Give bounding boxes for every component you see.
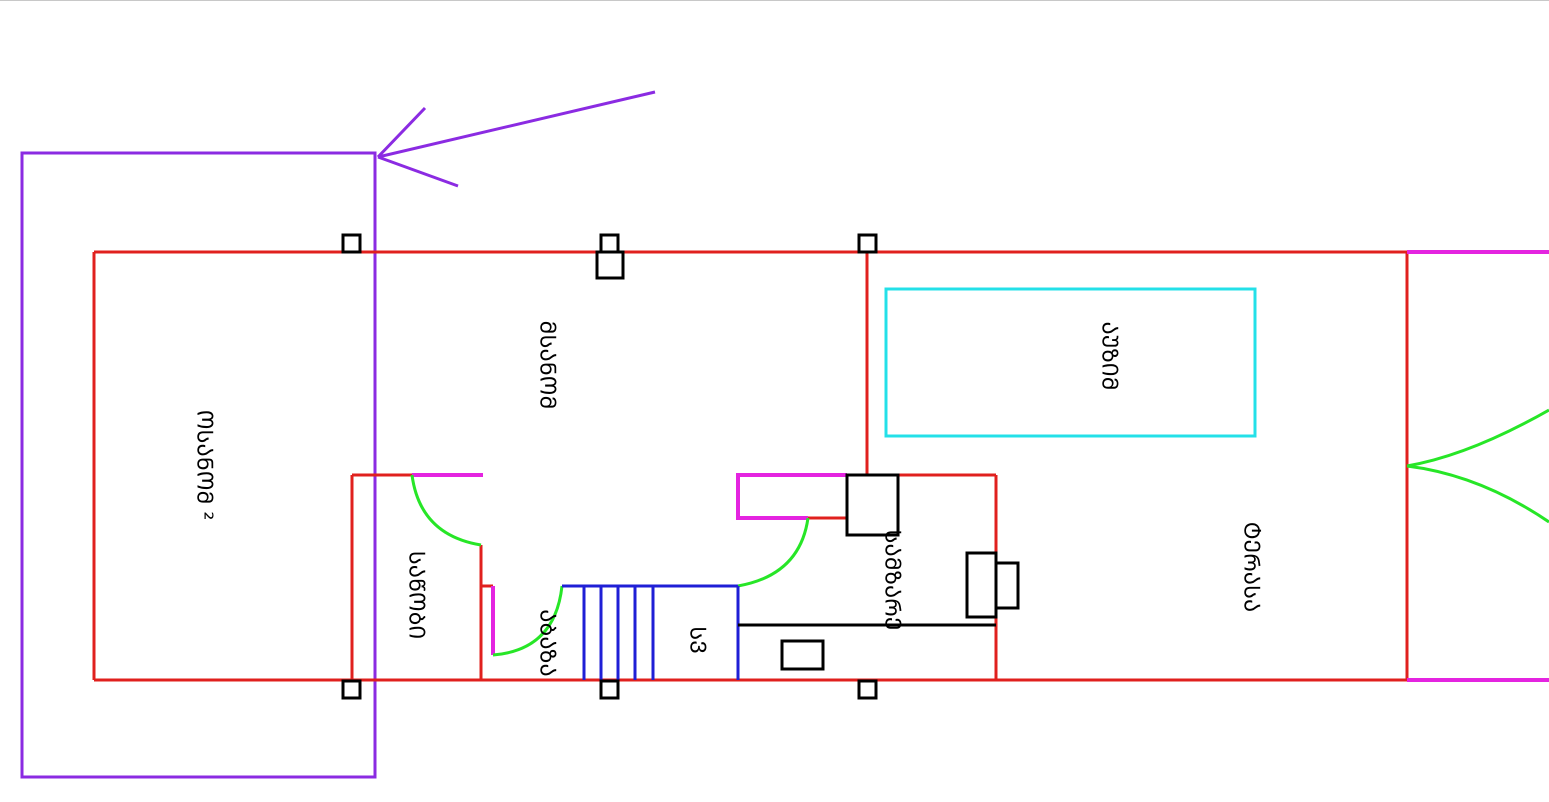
room-label-storage: ᲡᲐᲬᲝᲑᲘ <box>403 550 429 640</box>
door-swings <box>410 408 1549 657</box>
north-arrow-icon <box>376 90 656 188</box>
fixtures <box>595 250 1020 671</box>
room-label-kitchen: ᲡᲐᲛᲖᲐᲠᲔ <box>879 529 905 631</box>
plot-outline <box>20 151 377 779</box>
room-label-bath: ᲐᲑᲐᲖᲐ <box>534 609 560 677</box>
exterior-walls <box>92 250 1409 682</box>
room-label-hall: ᲛᲡᲐᲜᲝᲛ <box>534 320 560 410</box>
pool-outline <box>884 287 1257 438</box>
column-square-icon <box>341 233 878 700</box>
room-label-left-room: ᲝᲡᲐᲜᲝᲛ ² <box>191 409 217 521</box>
room-label-terrace: ᲢᲔᲠᲐᲡᲐ <box>1238 521 1264 613</box>
room-label-pool: ᲐᲣᲖᲘᲛ <box>1096 321 1122 391</box>
staircase <box>562 584 740 680</box>
room-label-wc: ᲡᲕ <box>684 626 710 654</box>
top-border <box>0 0 1549 1</box>
wall-openings <box>412 250 1549 682</box>
